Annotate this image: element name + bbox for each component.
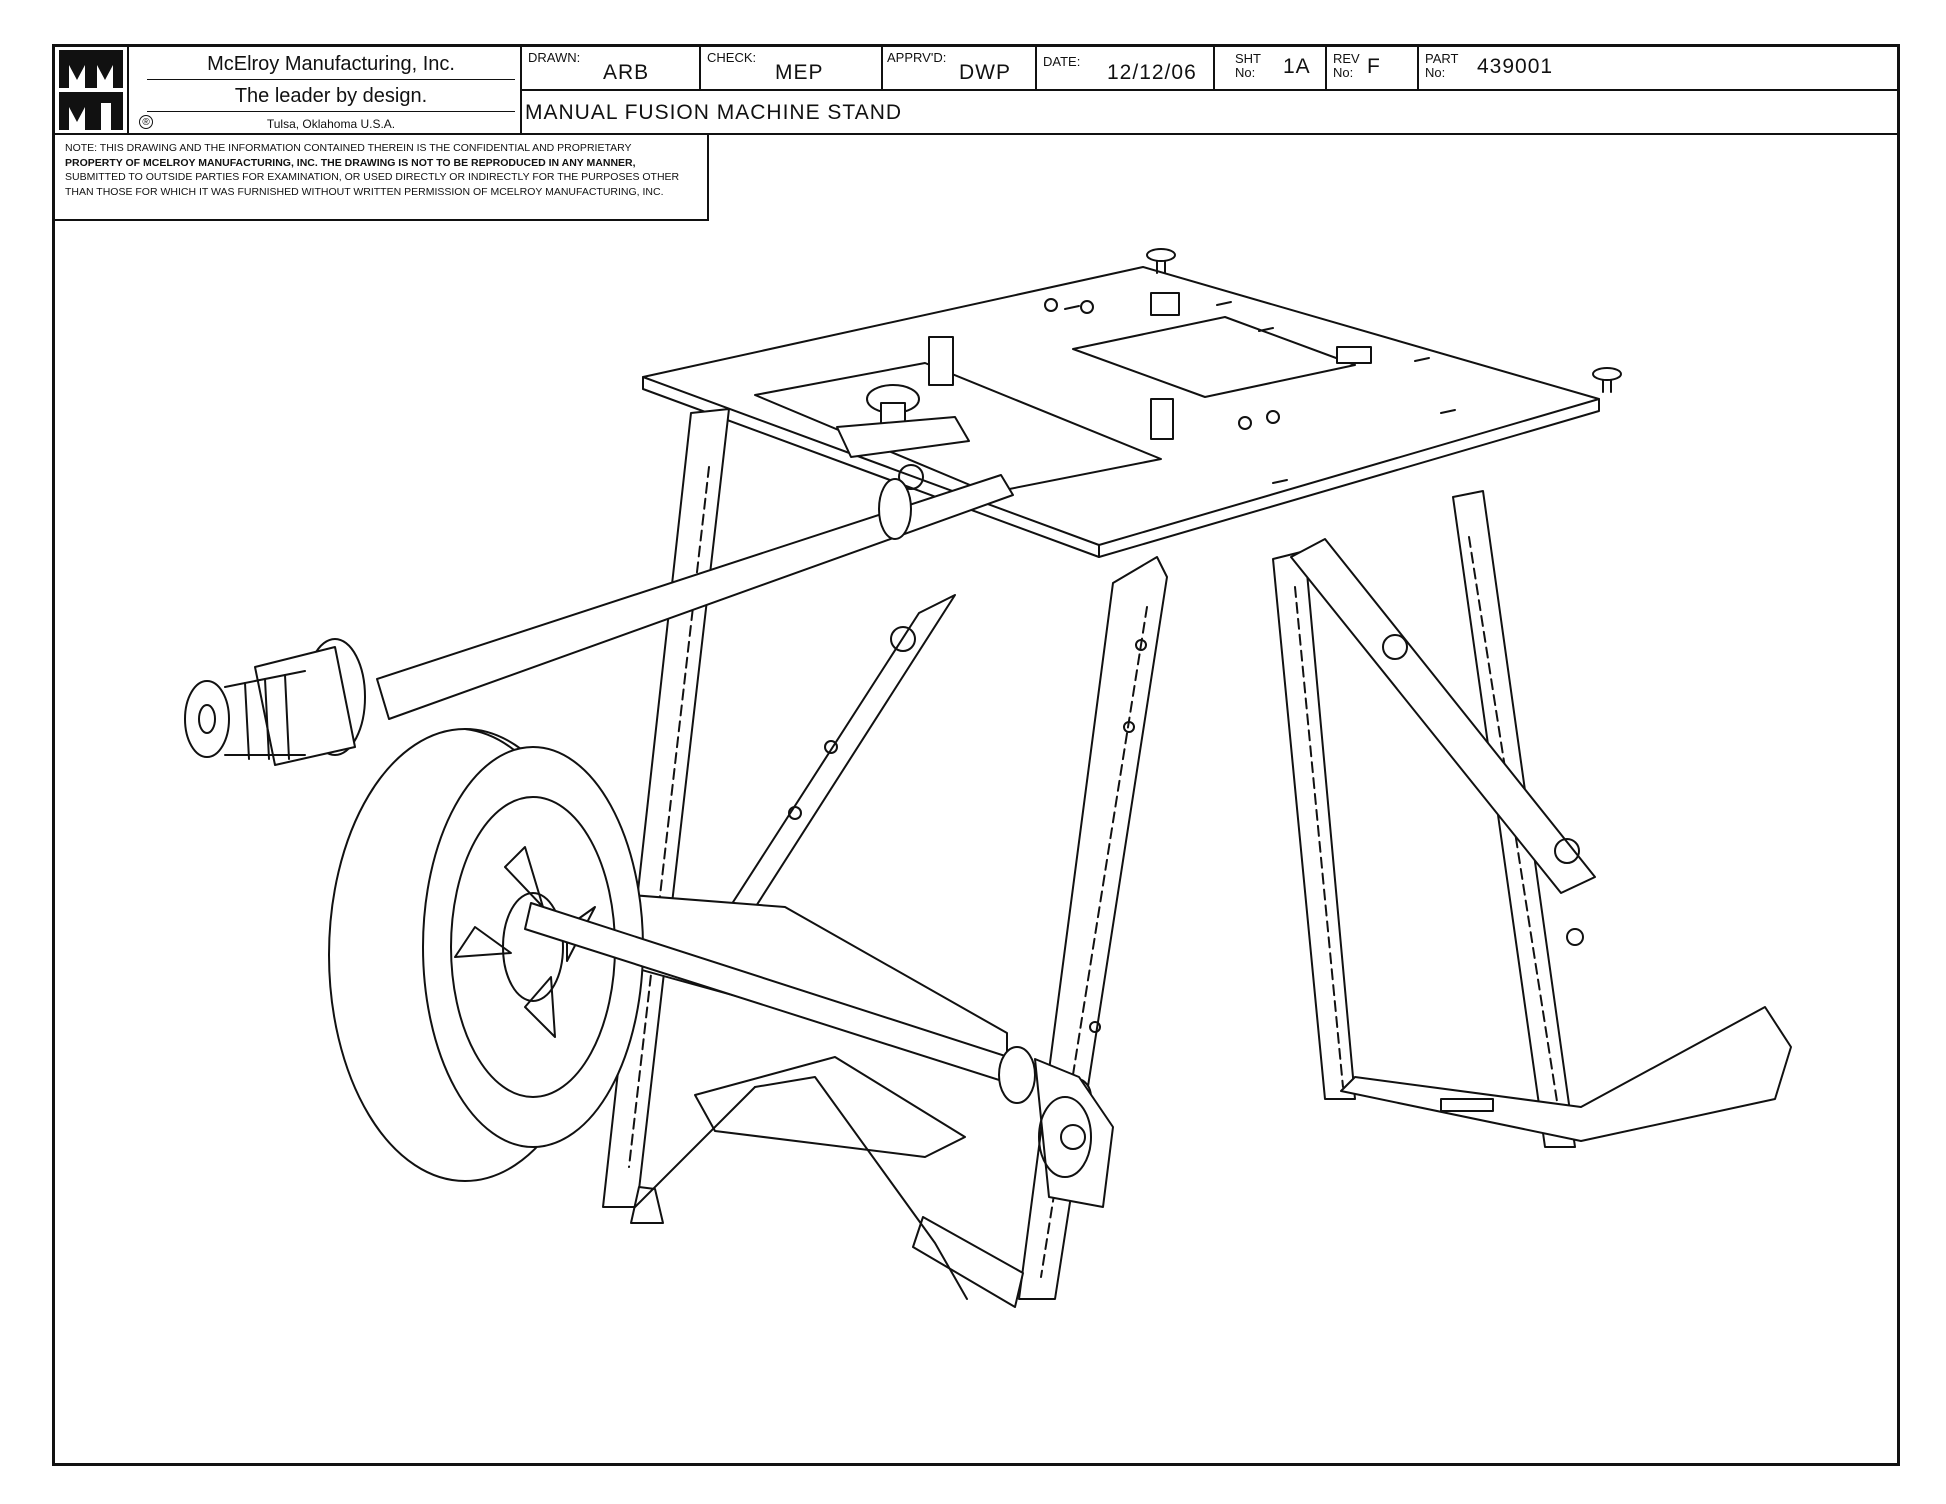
mmi-logo (55, 47, 129, 135)
rev-label-1: REV (1333, 51, 1360, 66)
confidentiality-note: NOTE: THIS DRAWING AND THE INFORMATION C… (55, 135, 709, 221)
machine-stand-illustration (184, 248, 1792, 1308)
plate-tabs (928, 292, 1372, 440)
divider-date (1213, 47, 1215, 89)
mmi-logo-icon (59, 50, 123, 130)
company-location: Tulsa, Oklahoma U.S.A. (266, 117, 396, 131)
tow-handle (184, 474, 1014, 766)
divider-sht (1325, 47, 1327, 89)
front-right-leg (912, 556, 1168, 1308)
axle (524, 902, 1114, 1208)
title-row-divider (520, 89, 1897, 91)
check-value: MEP (775, 61, 824, 84)
company-divider-1 (147, 79, 515, 80)
rear-brace (1290, 538, 1596, 946)
drawing-title: MANUAL FUSION MACHINE STAND (525, 101, 903, 124)
note-line: SUBMITTED TO OUTSIDE PARTIES FOR EXAMINA… (65, 171, 680, 183)
divider-drawn (699, 47, 701, 89)
drawing-sheet: McElroy Manufacturing, Inc. The leader b… (52, 44, 1900, 1466)
drawn-value: ARB (603, 61, 650, 84)
front-brace (698, 594, 956, 956)
date-value: 12/12/06 (1107, 61, 1197, 84)
sht-label-1: SHT (1235, 51, 1261, 66)
check-label: CHECK: (707, 50, 757, 65)
company-tagline: The leader by design. (234, 85, 428, 107)
part-label-1: PART (1425, 51, 1459, 66)
divider-apprvd (1035, 47, 1037, 89)
wheel-icon (328, 728, 644, 1182)
divider-rev (1417, 47, 1419, 89)
knob-icon (1146, 248, 1622, 393)
front-foot (634, 1076, 968, 1300)
note-line: NOTE: THIS DRAWING AND THE INFORMATION C… (65, 142, 632, 154)
rev-label-2: No: (1333, 65, 1354, 80)
part-label-2: No: (1425, 65, 1446, 80)
date-label: DATE: (1043, 54, 1081, 69)
company-name: McElroy Manufacturing, Inc. (207, 53, 455, 75)
divider-check (881, 47, 883, 89)
sht-label-2: No: (1235, 65, 1256, 80)
title-block-divider (520, 47, 522, 135)
rev-value: F (1367, 55, 1381, 78)
clamp-knob-icon (836, 384, 970, 490)
apprvd-label: APPRV'D: (887, 50, 947, 65)
sht-value: 1A (1283, 55, 1311, 78)
registered-mark: ® (139, 115, 153, 129)
top-plate (642, 266, 1600, 558)
apprvd-value: DWP (959, 61, 1011, 84)
bottom-foot (694, 1056, 966, 1158)
front-left-leg (602, 408, 730, 1224)
title-block-bottom (55, 133, 1897, 135)
part-value: 439001 (1477, 55, 1554, 78)
drawn-label: DRAWN: (528, 50, 581, 65)
note-line: THAN THOSE FOR WHICH IT WAS FURNISHED WI… (65, 185, 664, 198)
note-line: PROPERTY OF McElroy Manufacturing, Inc. … (65, 156, 636, 169)
company-divider-2 (147, 111, 515, 112)
